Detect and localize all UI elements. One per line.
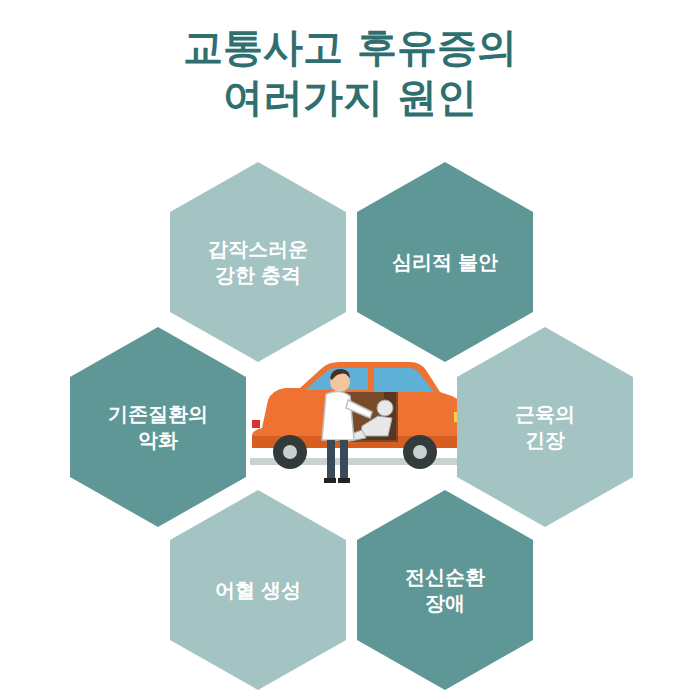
cause-label: 근육의 긴장 — [505, 401, 585, 453]
car-body — [252, 362, 462, 448]
car-wheel — [273, 435, 307, 469]
hexagon-shape — [357, 490, 533, 690]
hexagon-fill — [170, 490, 346, 690]
cause-label: 전신순환 장애 — [395, 564, 495, 616]
cause-hexagon: 심리적 불안 — [357, 162, 533, 362]
cause-hexagon: 어혈 생성 — [170, 490, 346, 690]
title-block: 교통사고 후유증의 여러가지 원인 — [0, 22, 700, 122]
doctor-shoe — [324, 478, 336, 483]
cause-label: 심리적 불안 — [375, 249, 515, 275]
cause-hexagon: 기존질환의 악화 — [70, 327, 246, 527]
hexagon-shape — [457, 327, 633, 527]
title: 교통사고 후유증의 여러가지 원인 — [155, 22, 545, 122]
cause-label: 기존질환의 악화 — [98, 401, 218, 453]
doctor-leg — [327, 440, 335, 480]
doctor-hair — [330, 369, 350, 380]
doctor-shoe — [338, 478, 350, 483]
doctor-arm — [346, 400, 372, 418]
car-hub — [413, 445, 427, 459]
doctor-leg — [340, 440, 348, 480]
doctor-coat — [322, 391, 354, 440]
car-wheel — [403, 435, 437, 469]
cause-hexagon: 근육의 긴장 — [457, 327, 633, 527]
cause-label: 갑작스러운 강한 충격 — [198, 236, 318, 288]
car-window — [374, 368, 434, 392]
cause-hexagon: 갑작스러운 강한 충격 — [170, 162, 346, 362]
hexagon-shape — [70, 327, 246, 527]
hexagon-fill — [170, 162, 346, 362]
car-hub — [283, 445, 297, 459]
hexagon-fill — [357, 162, 533, 362]
hexagon-fill — [457, 327, 633, 527]
patient-head — [377, 400, 393, 416]
cause-hexagon: 전신순환 장애 — [357, 490, 533, 690]
hexagon-fill — [70, 327, 246, 527]
car-taillight — [252, 420, 260, 428]
cause-label: 어혈 생성 — [188, 577, 328, 603]
hexagon-shape — [170, 162, 346, 362]
patient-body — [360, 416, 392, 436]
hexagon-fill — [357, 490, 533, 690]
